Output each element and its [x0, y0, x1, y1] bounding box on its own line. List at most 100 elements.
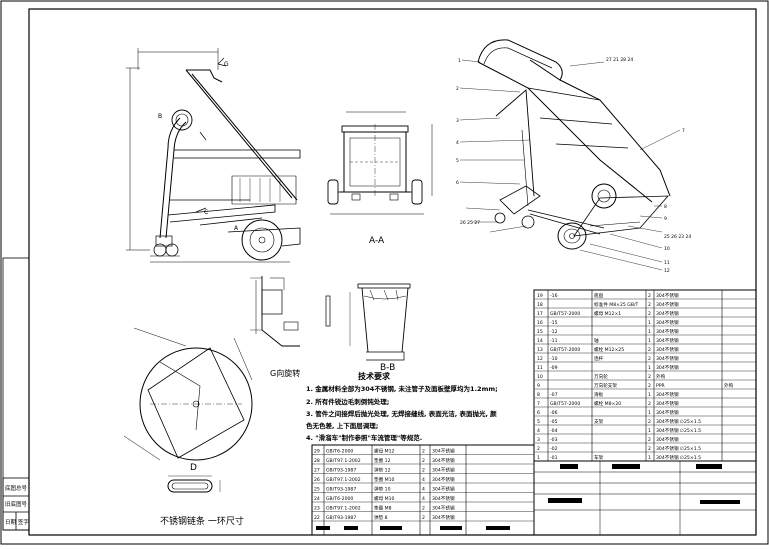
- table-cell: GB/T57-2000: [550, 347, 580, 353]
- table-cell: 304不锈钢: [656, 328, 679, 335]
- tech-item-2: 2. 所有件锐边毛刺倒钝处理;: [306, 397, 389, 406]
- label-g: G: [224, 61, 229, 68]
- table-cell: 螺母 M12×1: [594, 310, 621, 317]
- table-cell: 1: [648, 365, 651, 371]
- table-cell: -15: [550, 320, 558, 326]
- table-cell: 1: [648, 392, 651, 398]
- label-a: A: [234, 225, 239, 232]
- section-a-a-label: A-A: [369, 236, 385, 246]
- table-cell: 2: [648, 311, 651, 317]
- tech-title: 技术要求: [358, 371, 391, 381]
- balloon-1: 1: [458, 58, 461, 64]
- table-cell: -04: [550, 428, 558, 434]
- table-cell: 2: [648, 446, 651, 452]
- table-cell: 28: [314, 458, 320, 464]
- table-cell: 304不锈钢 ∅25×1.5: [656, 454, 701, 461]
- table-cell: 304不锈钢: [656, 310, 679, 317]
- table-cell: 25: [314, 486, 320, 492]
- chain-caption: 不锈钢链条 一环尺寸: [160, 515, 244, 527]
- section-b-b-label: B-B: [380, 363, 395, 373]
- table-cell: 304不锈钢 ∅25×1.5: [656, 427, 701, 434]
- table-cell: GB/T97.1-2002: [326, 477, 361, 483]
- table-cell: 27: [314, 467, 320, 473]
- tech-item-5: 4. "滑溜车"制作参照"车流管理"等规范.: [306, 433, 422, 442]
- tech-item-4: 色无色差, 上下面层调理;: [306, 421, 378, 430]
- g-view-label: G向旋转: [270, 368, 300, 378]
- table-cell: 4: [422, 486, 425, 492]
- isometric-balloons: 27 21 28 24 1 2 3 4 5 6 7 8 9 10 11 12 2…: [456, 57, 691, 274]
- table-cell: 304不锈钢: [432, 504, 455, 511]
- table-cell: -16: [550, 293, 558, 299]
- table-cell: 5: [537, 419, 540, 425]
- table-cell: 15: [537, 329, 543, 335]
- table-cell: 304不锈钢: [656, 319, 679, 326]
- table-cell: 13: [537, 347, 543, 353]
- table-cell: 外购: [724, 382, 734, 389]
- table-cell: 垫圈 M8: [374, 504, 392, 511]
- table-cell: 2: [648, 302, 651, 308]
- table-cell: 2: [648, 293, 651, 299]
- balloon-9: 9: [664, 216, 667, 222]
- table-cell: 万向轮: [594, 373, 608, 380]
- table-cell: -05: [550, 419, 558, 425]
- section-b-b-view: B-B: [349, 283, 411, 373]
- table-cell: 1: [648, 410, 651, 416]
- table-cell: -11: [550, 338, 558, 344]
- balloon-8: 8: [664, 204, 667, 210]
- balloon-2: 2: [456, 86, 459, 92]
- technical-requirements: 技术要求 1. 金属材料全部为304不锈钢, 未注管子及面板壁厚均为1.2mm;…: [306, 371, 498, 442]
- table-cell: -06: [550, 410, 558, 416]
- table-cell: 2: [422, 505, 425, 511]
- table-cell: 24: [314, 496, 320, 502]
- balloon-4: 4: [456, 140, 459, 146]
- balloon-5: 5: [456, 158, 459, 164]
- table-cell: 2: [648, 374, 651, 380]
- table-cell: 连杆: [594, 355, 604, 362]
- table-cell: 304不锈钢 ∅25×1.5: [656, 445, 701, 452]
- chain-link-detail: 不锈钢链条 一环尺寸: [160, 475, 244, 527]
- table-cell: GB/T93-1987: [326, 515, 356, 521]
- table-cell: 23: [314, 505, 320, 511]
- table-cell: 14: [537, 338, 543, 344]
- table-cell: 304不锈钢: [656, 346, 679, 353]
- table-cell: 17: [537, 311, 543, 317]
- balloon-12: 12: [664, 268, 670, 274]
- table-cell: 2: [422, 448, 425, 454]
- table-cell: 12: [537, 356, 543, 362]
- table-cell: 304不锈钢: [432, 514, 455, 521]
- table-cell: 垫圈 12: [374, 457, 391, 464]
- table-cell: 外购: [656, 373, 666, 380]
- balloon-mid: 25 26 23 24: [664, 234, 691, 240]
- table-cell: 2: [648, 437, 651, 443]
- label-c: C: [204, 209, 208, 216]
- table-cell: 4: [422, 496, 425, 502]
- table-cell: 304不锈钢: [656, 400, 679, 407]
- table-cell: 1: [648, 320, 651, 326]
- table-cell: 螺母 M10: [374, 495, 395, 502]
- side-view: A B C G: [126, 48, 301, 263]
- table-cell: 2: [422, 467, 425, 473]
- table-cell: 304不锈钢: [656, 301, 679, 308]
- table-cell: 304不锈钢: [432, 457, 455, 464]
- table-cell: 304不锈钢: [656, 292, 679, 299]
- table-cell: 304不锈钢: [432, 495, 455, 502]
- table-cell: 2: [422, 515, 425, 521]
- table-cell: 304不锈钢: [656, 436, 679, 443]
- balloon-7: 7: [682, 128, 685, 134]
- table-cell: 1: [648, 428, 651, 434]
- table-cell: 2: [648, 401, 651, 407]
- tech-item-3: 3. 管件之间接焊后抛光处理, 无焊接缝线, 表面光洁, 表面抛光, 颜: [306, 409, 497, 418]
- label-b: B: [158, 113, 162, 120]
- table-cell: 2: [648, 356, 651, 362]
- table-cell: -10: [550, 356, 558, 362]
- table-cell: 22: [314, 515, 320, 521]
- table-cell: 4: [537, 428, 540, 434]
- table-cell: 垫圈 M10: [374, 476, 395, 483]
- table-cell: 26: [314, 477, 320, 483]
- table-cell: 1: [648, 455, 651, 461]
- table-cell: 11: [537, 365, 543, 371]
- table-cell: -07: [550, 392, 558, 398]
- table-cell: 弹垫 8: [374, 514, 388, 521]
